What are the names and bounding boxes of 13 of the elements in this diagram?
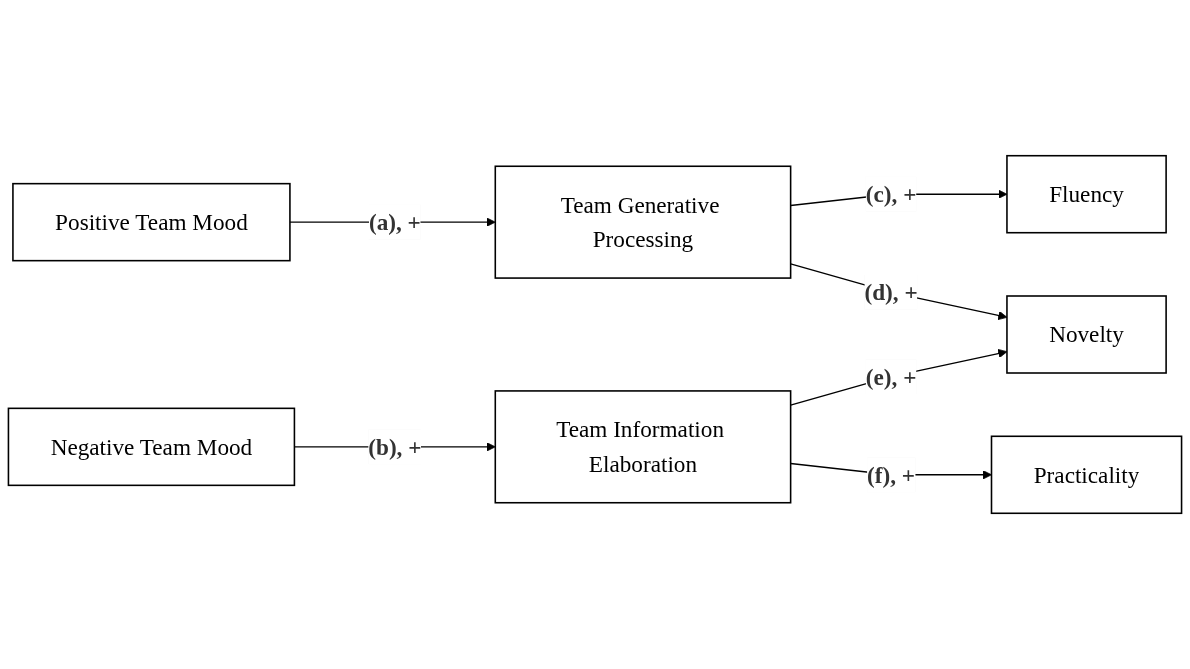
node-box: Positive Team Mood [12,182,291,262]
node-box: Team Information Elaboration [494,390,792,504]
edge-label: (b), + [368,433,422,461]
edge-label: (e), + [865,363,917,390]
edge-label: (f), + [867,461,916,488]
node-box: Negative Team Mood [7,407,296,487]
edge-label: (a), + [368,208,421,236]
node-box: Fluency [1006,154,1167,234]
node-box: Practicality [990,435,1183,515]
node-box: Novelty [1006,295,1167,374]
edge-label: (c), + [865,181,917,208]
node-box: Team Generative Processing [494,165,792,279]
edge-label: (d), + [864,279,918,306]
